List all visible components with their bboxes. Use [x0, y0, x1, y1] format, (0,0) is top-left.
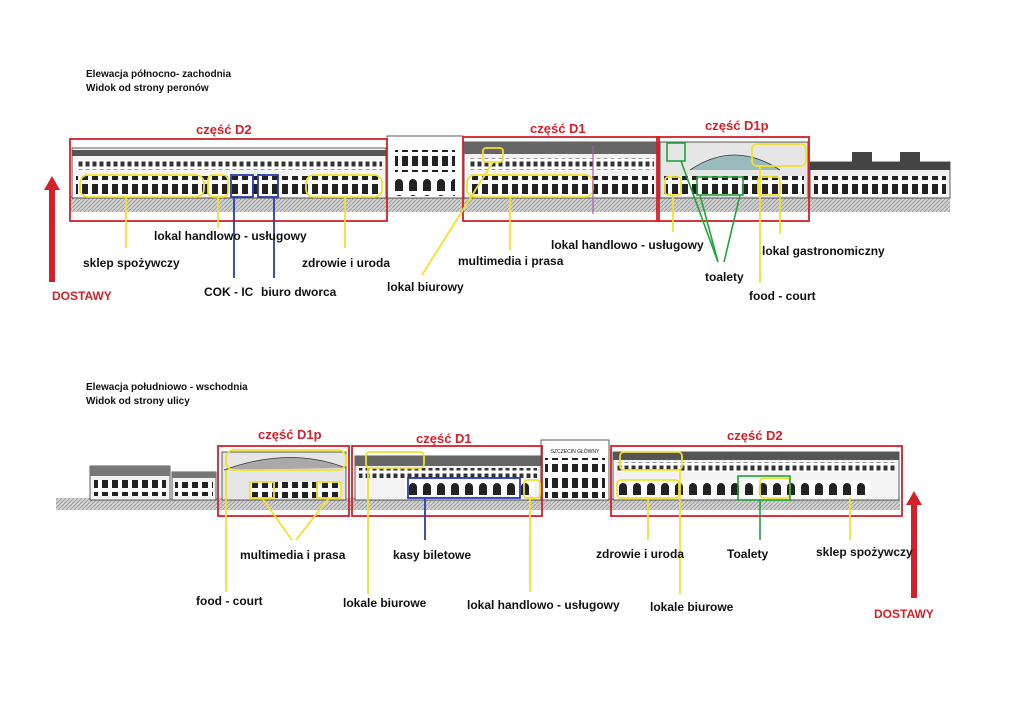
top-box-sklep — [79, 174, 205, 198]
top-label-zdrowie: zdrowie i uroda — [302, 256, 391, 270]
top-label-gastronomiczny: lokal gastronomiczny — [762, 244, 885, 258]
top-title-line2: Widok od strony peronów — [86, 83, 209, 94]
bottom-label-biurowe-left: lokale biurowe — [343, 596, 427, 610]
top-dostawy-arrowhead — [44, 176, 60, 190]
leader-top-toalety-3 — [723, 194, 741, 263]
bottom-title-line1: Elewacja południowo - wschodnia — [86, 382, 248, 393]
top-title-line1: Elewacja północno- zachodnia — [86, 69, 232, 80]
top-part-d2: część D2 — [196, 122, 252, 137]
bottom-box-foodcourt — [225, 449, 347, 471]
bottom-part-d2: część D2 — [727, 428, 783, 443]
top-label-multimedia: multimedia i prasa — [458, 254, 564, 268]
top-frame-d1 — [462, 136, 660, 222]
top-label-handlowo-right: lokal handlowo - usługowy — [551, 238, 704, 252]
bottom-frame-d1 — [351, 445, 543, 517]
bottom-station-sign: SZCZECIN GŁÓWNY — [551, 448, 600, 455]
bottom-box-kasy — [407, 477, 521, 499]
top-label-foodcourt: food - court — [749, 289, 816, 303]
top-box-zdrowie — [305, 174, 383, 198]
top-box-toalety-a — [666, 142, 686, 162]
bottom-frame-d2 — [610, 445, 903, 517]
top-box-foodcourt — [751, 143, 807, 167]
top-label-sklep: sklep spożywczy — [83, 256, 180, 270]
bottom-title-line2: Widok od strony ulicy — [86, 396, 190, 407]
bottom-label-dostawy: DOSTAWY — [874, 607, 934, 621]
bottom-ground — [56, 498, 900, 510]
bottom-box-toalety — [737, 475, 791, 501]
top-frame-d2 — [69, 138, 388, 222]
leader-bottom-multimedia-b — [295, 497, 330, 541]
bottom-label-multimedia: multimedia i prasa — [240, 548, 346, 562]
top-box-cok — [230, 174, 254, 198]
top-label-handlowo: lokal handlowo - usługowy — [154, 229, 307, 243]
bottom-box-handlowo — [523, 479, 541, 499]
top-label-toalety: toalety — [705, 270, 744, 284]
leader-top-toalety-2 — [699, 194, 719, 263]
bottom-title: Elewacja południowo - wschodnia Widok od… — [86, 381, 248, 409]
bottom-label-biurowe-right: lokale biurowe — [650, 600, 734, 614]
bottom-box-biurowe-left — [365, 451, 425, 469]
bottom-label-handlowo: lokal handlowo - usługowy — [467, 598, 620, 612]
top-label-dostawy: DOSTAWY — [52, 289, 112, 303]
top-box-toalety-b — [696, 176, 744, 196]
bottom-part-d1: część D1 — [416, 431, 472, 446]
bottom-label-zdrowie: zdrowie i uroda — [596, 547, 685, 561]
top-title: Elewacja północno- zachodnia Widok od st… — [86, 68, 231, 96]
bottom-part-d1p: część D1p — [258, 427, 322, 442]
bottom-label-foodcourt: food - court — [196, 594, 263, 608]
top-label-cok: COK - IC — [204, 285, 254, 299]
bottom-label-sklep: sklep spożywczy — [816, 545, 913, 559]
top-part-d1p: część D1p — [705, 118, 769, 133]
bottom-box-biurowe-right — [619, 451, 683, 471]
top-elevation — [70, 135, 951, 212]
bottom-label-toalety: Toalety — [727, 547, 769, 561]
leader-bottom-multimedia-a — [261, 497, 293, 541]
top-part-d1: część D1 — [530, 121, 586, 136]
bottom-dostawy-arrowhead — [906, 491, 922, 505]
leader-top-toalety-1 — [680, 160, 719, 263]
top-label-biuro-dworca: biuro dworca — [261, 285, 337, 299]
bottom-frame-d1p — [217, 445, 350, 517]
bottom-label-kasy: kasy biletowe — [393, 548, 472, 562]
top-label-biurowy: lokal biurowy — [387, 280, 464, 294]
top-box-biuro — [257, 174, 279, 198]
leader-top-biurowy — [421, 161, 494, 276]
top-box-gastronomia — [757, 176, 781, 196]
